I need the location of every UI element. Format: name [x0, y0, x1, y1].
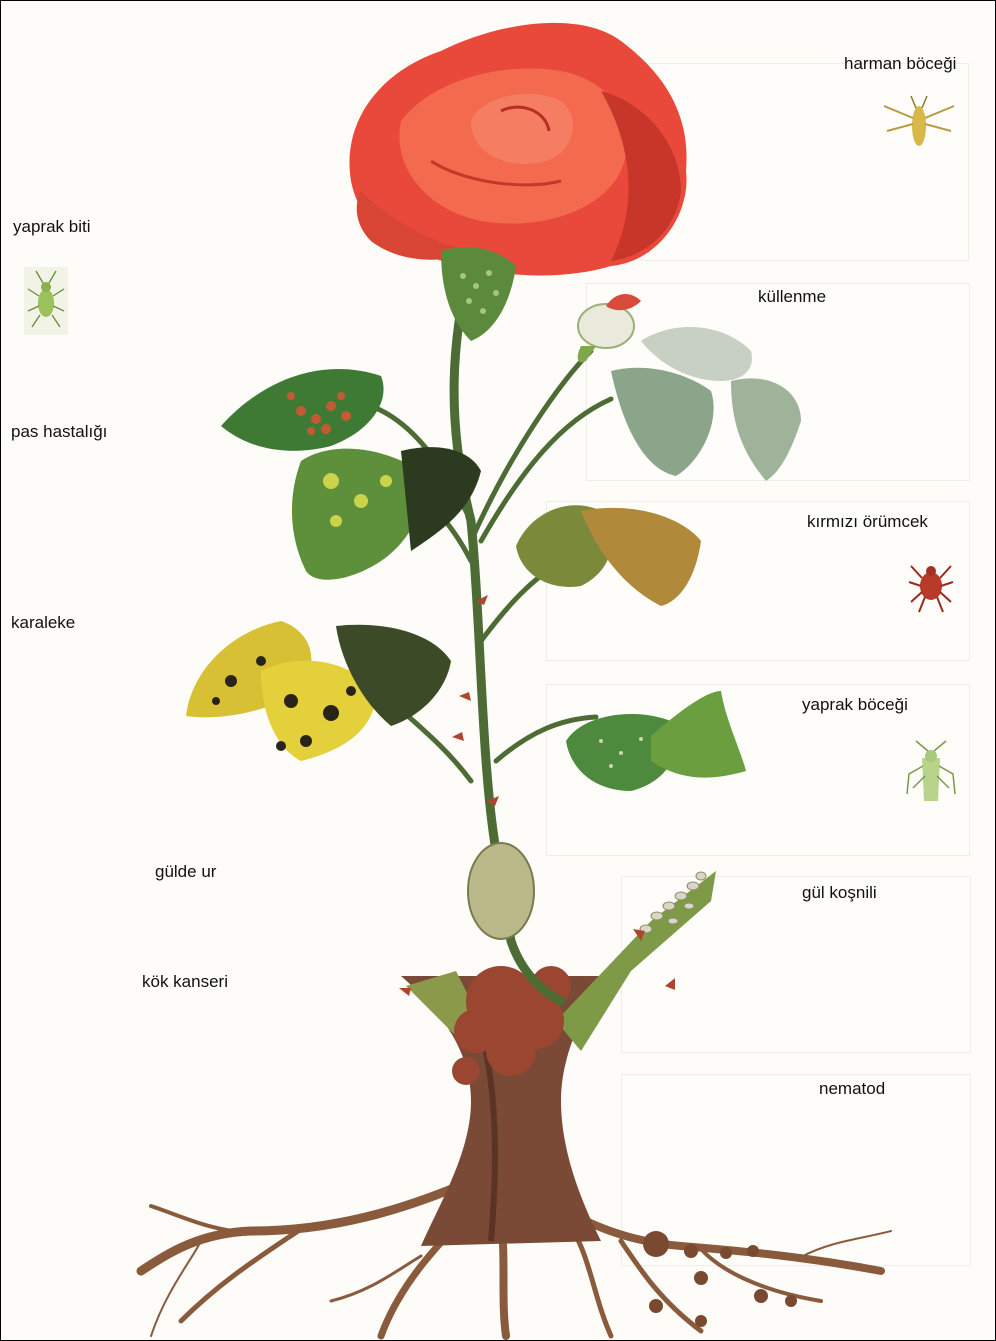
label-kirmizi-orumcek: kırmızı örümcek — [807, 512, 928, 532]
leaf-powdery-mildew — [611, 327, 801, 481]
label-yaprak-biti: yaprak biti — [13, 217, 90, 237]
label-nematod: nematod — [819, 1079, 885, 1099]
leafhopper-icon — [907, 741, 955, 801]
thrips-icon — [884, 96, 954, 146]
right-cut-branch — [556, 871, 716, 1051]
leaf-spider-mite — [516, 505, 701, 606]
leaf-mottled — [292, 447, 481, 580]
label-gulde-ur: gülde ur — [155, 862, 216, 882]
leaf-leafhopper — [566, 691, 746, 791]
label-kullenme: küllenme — [758, 287, 826, 307]
aphid-icon — [24, 267, 68, 335]
spider-mite-icon — [909, 566, 953, 612]
leaf-rust — [221, 369, 384, 451]
label-yaprak-bocegi: yaprak böceği — [802, 695, 908, 715]
label-karaleke: karaleke — [11, 613, 75, 633]
label-pas-hastaligi: pas hastalığı — [11, 422, 107, 442]
label-kok-kanseri: kök kanseri — [142, 972, 228, 992]
label-harman-bocegi: harman böceği — [844, 54, 956, 74]
sepals — [441, 247, 516, 341]
stem-gall — [468, 843, 534, 939]
label-gul-kosnili: gül koşnili — [802, 883, 877, 903]
leaf-black-spot — [186, 621, 451, 761]
rose-flower — [349, 23, 686, 276]
rose-bud — [578, 294, 641, 362]
